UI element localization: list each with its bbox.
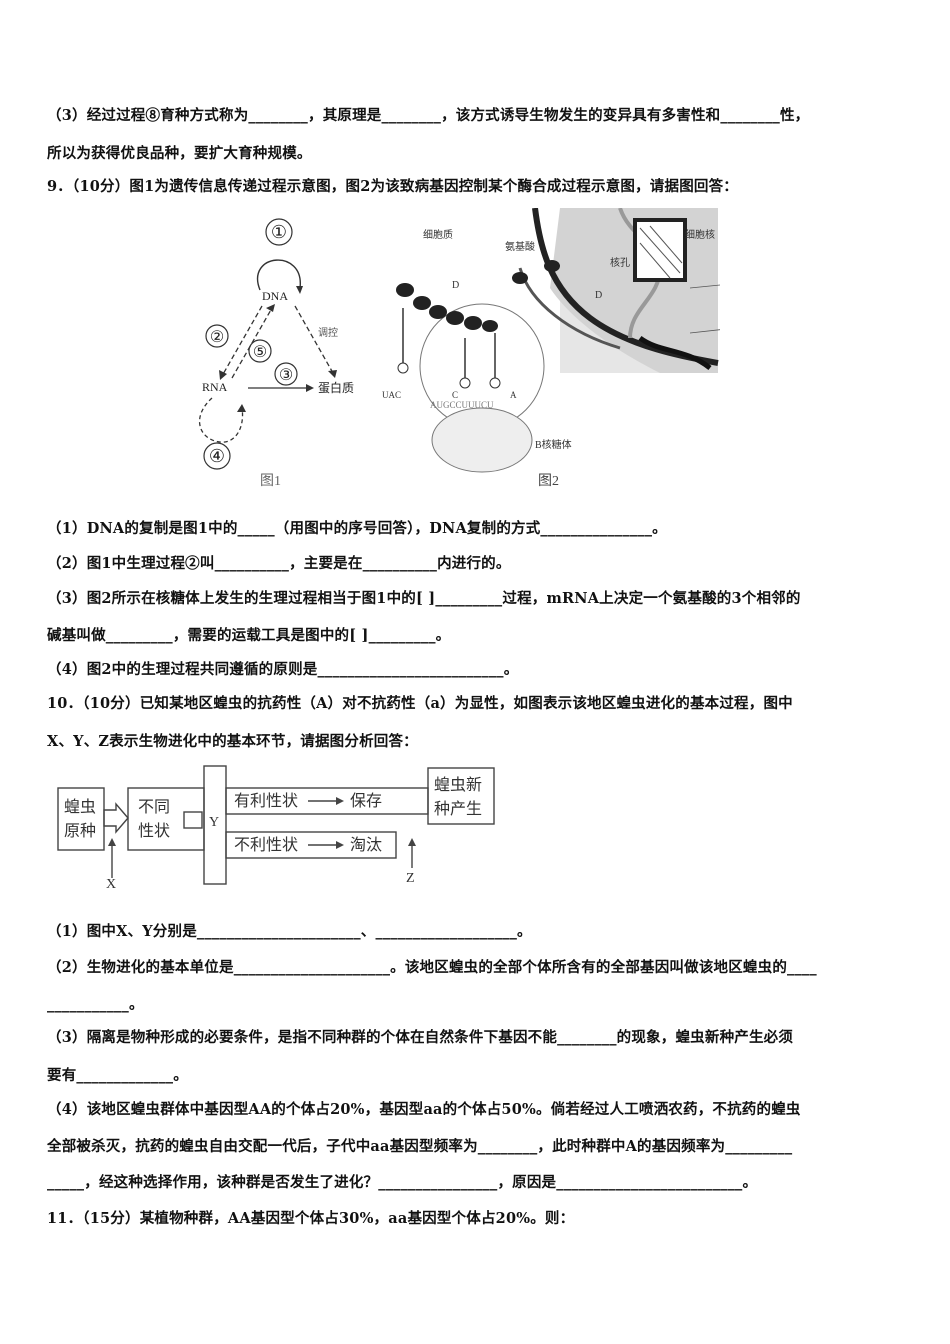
fig1-label-5: ⑤ [253, 344, 267, 361]
q9-3-line1: （3）图2所示在核糖体上发生的生理过程相当于图1中的[ ]_________过程… [47, 590, 801, 607]
fig1-rna: RNA [202, 380, 228, 394]
fig1-side-label: 调控 [318, 326, 338, 339]
q10-1: （1）图中X、Y分别是______________________、______… [47, 923, 532, 940]
figure-1: ① DNA 调控 ② ⑤ ③ RNA 蛋白质 ④ 图1 [199, 218, 354, 489]
fig2-c: C [452, 390, 458, 400]
fig2-d: D [452, 280, 459, 291]
fig3-diff-b: 性状 [138, 822, 170, 840]
q10-stem-line1: 10．（10分）已知某地区蝗虫的抗药性（A）对不抗药性（a）为显性，如图表示该地… [47, 695, 793, 712]
fig2-ribosome: B核糖体 [535, 438, 572, 451]
q11-stem: 11．（15分）某植物种群，AA基因型个体占30%，aa基因型个体占20%。则： [47, 1210, 575, 1227]
fig3-new-b: 种产生 [434, 800, 482, 818]
fig3-keep: 保存 [350, 792, 382, 810]
q10-4-line1: （4）该地区蝗虫群体中基因型AA的个体占20%，基因型aa的个体占50%。倘若经… [47, 1101, 801, 1118]
q10-4-line2: 全部被杀灭，抗药的蝗虫自由交配一代后，子代中aa基因型频率为________，此… [47, 1138, 793, 1155]
fig2-cytoplasm: 细胞质 [423, 228, 453, 241]
fig1-label-4: ④ [209, 446, 225, 466]
fig2-uac: UAC [382, 390, 401, 400]
q10-3-line2: 要有_____________。 [47, 1067, 188, 1084]
q10-2-line1: （2）生物进化的基本单位是_____________________。该地区蝗虫… [47, 959, 817, 976]
fig3-x: X [106, 877, 116, 890]
fig2-d2: D [595, 290, 602, 301]
fig1-protein: 蛋白质 [318, 380, 354, 395]
q9-4: （4）图2中的生理过程共同遵循的原则是_____________________… [47, 661, 519, 678]
q8-3-line1: （3）经过过程⑧育种方式称为________，其原理是________，该方式诱… [47, 107, 810, 124]
q9-stem: 9．（10分）图1为遗传信息传递过程示意图，图2为该致病基因控制某个酶合成过程示… [47, 178, 738, 195]
q9-1: （1）DNA的复制是图1中的_____（用图中的序号回答），DNA复制的方式__… [47, 520, 667, 537]
figure-2: 细胞核 核孔 D E F 细胞质 氨基酸 D UAC AUGCCUUUCU C … [382, 208, 720, 489]
fig2-amino-acid: 氨基酸 [505, 240, 535, 253]
fig3-y: Y [209, 815, 219, 830]
fig1-label-2: ② [210, 329, 224, 346]
fig3-source-b: 原种 [64, 822, 96, 840]
fig2-nucleus: 细胞核 [685, 228, 715, 241]
fig1-label-1: ① [271, 222, 287, 242]
fig3-source-a: 蝗虫 [64, 798, 96, 816]
fig3-bad: 不利性状 [234, 836, 298, 854]
q8-3-line2: 所以为获得优良品种，要扩大育种规模。 [47, 145, 312, 162]
fig3-out: 淘汰 [350, 836, 382, 854]
q9-3-line2: 碱基叫做_________，需要的运载工具是图中的[ ]_________。 [47, 627, 451, 644]
fig3-good: 有利性状 [234, 792, 298, 810]
fig2-a: A [510, 390, 517, 400]
fig1-label-3: ③ [279, 367, 293, 384]
q10-2-line2: ___________。 [47, 996, 144, 1013]
q10-3-line1: （3）隔离是物种形成的必要条件，是指不同种群的个体在自然条件下基因不能_____… [47, 1029, 794, 1046]
q9-2: （2）图1中生理过程②叫__________，主要是在__________内进行… [47, 555, 511, 572]
fig3-diff-a: 不同 [138, 799, 170, 816]
fig1-dna: DNA [262, 289, 288, 303]
q10-stem-line2: X、Y、Z表示生物进化中的基本环节，请据图分析回答： [47, 733, 418, 750]
fig2-mrna: AUGCCUUUCU [430, 400, 494, 410]
figure-evolution-process: 蝗虫 原种 不同 性状 Y 有利性状 保存 不利性状 淘汰 蝗虫新 种产生 X … [57, 765, 495, 890]
fig2-pore: 核孔 [610, 256, 630, 269]
q10-4-line3: _____，经这种选择作用，该种群是否发生了进化？_______________… [47, 1174, 758, 1191]
fig3-new-a: 蝗虫新 [434, 776, 482, 794]
fig3-z: Z [406, 871, 415, 886]
fig2-caption: 图2 [538, 474, 559, 489]
fig1-caption: 图1 [260, 474, 281, 489]
figure-1-2: ① DNA 调控 ② ⑤ ③ RNA 蛋白质 ④ 图1 [199, 208, 720, 489]
